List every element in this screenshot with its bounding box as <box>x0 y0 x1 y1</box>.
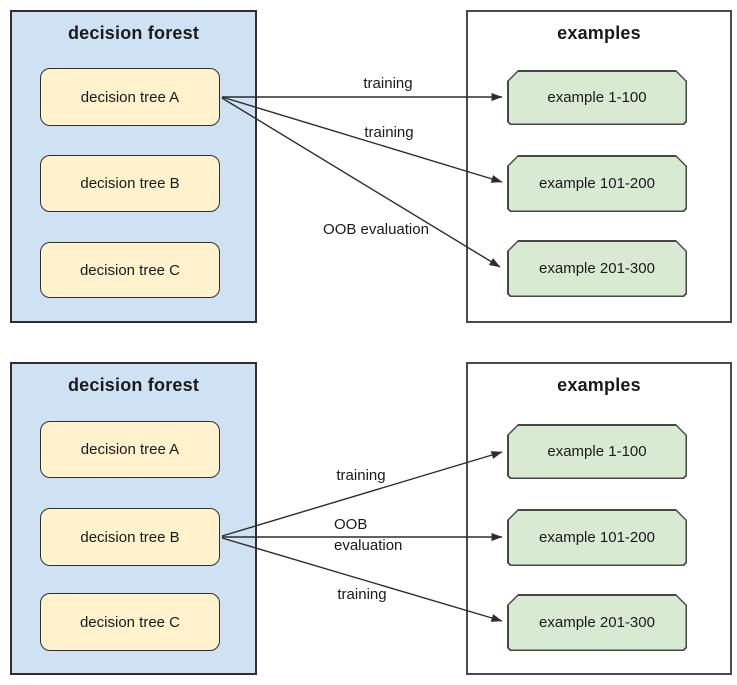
arrow-label-oob-evaluation-top: OOB evaluation <box>323 221 429 238</box>
example-node-inner: example 1-100 <box>509 72 686 124</box>
examples-title-bottom: examples <box>557 375 641 395</box>
tree-node-label: decision tree B <box>80 175 180 192</box>
example-node-101-200-bottom: example 101-200 <box>507 509 687 566</box>
examples-title-top: examples <box>557 23 641 43</box>
tree-node-a-top: decision tree A <box>40 68 220 126</box>
tree-node-c-bottom: decision tree C <box>40 593 220 651</box>
example-node-label: example 1-100 <box>547 443 647 460</box>
tree-node-b-bottom: decision tree B <box>40 508 220 566</box>
arrow-label-training-4: training <box>337 586 387 603</box>
example-node-101-200-top: example 101-200 <box>507 155 687 212</box>
example-node-201-300-bottom: example 201-300 <box>507 594 687 651</box>
example-node-label: example 101-200 <box>539 175 655 192</box>
example-node-1-100-top: example 1-100 <box>507 70 687 125</box>
tree-node-c-top: decision tree C <box>40 242 220 298</box>
example-node-label: example 201-300 <box>539 614 655 631</box>
example-node-inner: example 101-200 <box>509 511 686 565</box>
arrow-label-training-2: training <box>364 124 414 141</box>
example-node-inner: example 201-300 <box>509 596 686 650</box>
tree-node-b-top: decision tree B <box>40 155 220 212</box>
tree-node-label: decision tree A <box>80 441 180 458</box>
example-node-label: example 101-200 <box>539 529 655 546</box>
forest-title-bottom: decision forest <box>67 375 200 395</box>
forest-title-top: decision forest <box>67 23 200 43</box>
tree-node-label: decision tree A <box>80 88 180 106</box>
example-node-inner: example 201-300 <box>509 242 686 296</box>
arrow-label-training-3: training <box>336 467 386 484</box>
example-node-inner: example 101-200 <box>509 157 686 211</box>
example-node-label: example 201-300 <box>539 260 655 277</box>
arrow-label-training-1: training <box>363 75 413 92</box>
tree-node-label: decision tree C <box>79 261 181 279</box>
arrow-label-oob-evaluation-bottom: OOB evaluation <box>334 516 403 554</box>
tree-node-a-bottom: decision tree A <box>40 421 220 478</box>
example-node-1-100-bottom: example 1-100 <box>507 424 687 479</box>
example-node-201-300-top: example 201-300 <box>507 240 687 297</box>
example-node-label: example 1-100 <box>547 89 647 106</box>
tree-node-label: decision tree B <box>80 528 180 546</box>
tree-node-label: decision tree C <box>79 613 181 631</box>
example-node-inner: example 1-100 <box>509 426 686 478</box>
